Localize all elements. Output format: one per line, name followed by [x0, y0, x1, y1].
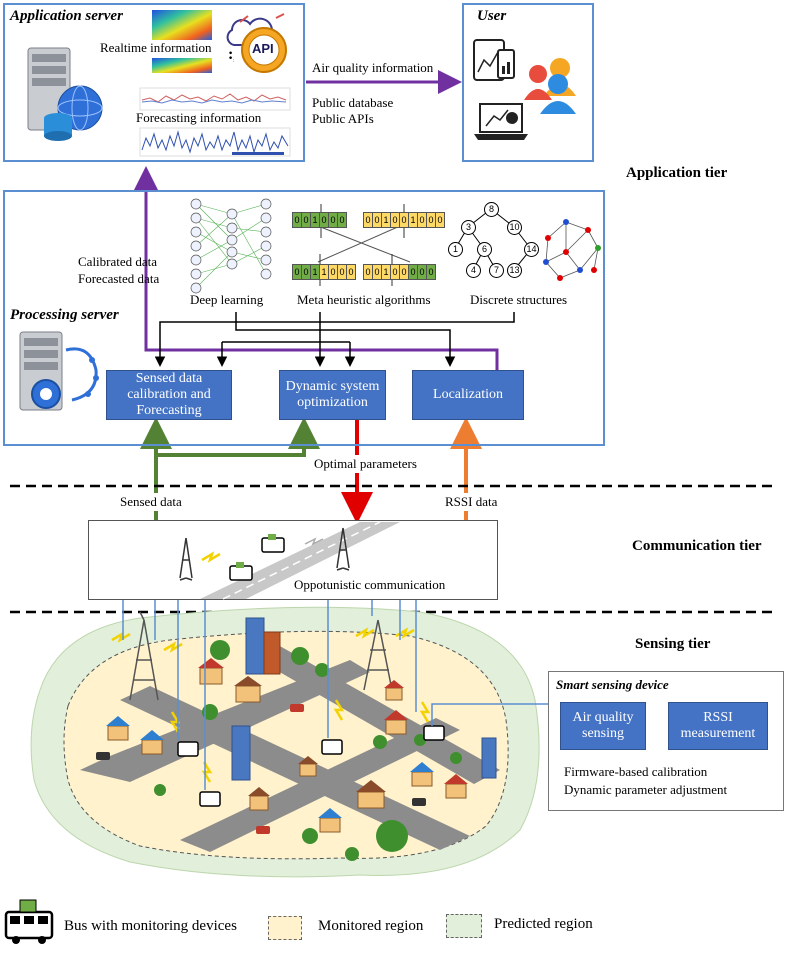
- tree-node: 8: [484, 202, 499, 217]
- predicted-region-swatch: [446, 914, 482, 938]
- processing-server-title: Processing server: [10, 307, 119, 323]
- chromosome-bit: 0: [337, 212, 347, 228]
- deep-learning-label: Deep learning: [190, 292, 264, 307]
- application-tier-label: Application tier: [626, 165, 728, 181]
- chromosome-bit: 0: [346, 264, 356, 280]
- application-server-box: [3, 3, 305, 162]
- realtime-label: Realtime information: [100, 40, 212, 55]
- calibration-forecasting-button[interactable]: Sensed data calibration and Forecasting: [106, 370, 232, 420]
- user-title: User: [477, 8, 507, 24]
- dynamic-parameter-label: Dynamic parameter adjustment: [564, 782, 728, 797]
- rssi-data-label: RSSI data: [441, 493, 502, 511]
- api-label: API: [252, 41, 274, 56]
- monitored-region-label: Monitored region: [318, 918, 424, 934]
- colon-separator: :: [228, 46, 234, 63]
- monitored-region-swatch: [268, 916, 302, 940]
- sensed-data-label: Sensed data: [116, 493, 186, 511]
- discrete-structures-label: Discrete structures: [470, 292, 568, 307]
- localization-button[interactable]: Localization: [412, 370, 524, 420]
- calibrated-data-label: Calibrated data: [78, 254, 158, 269]
- tree-node: 14: [524, 242, 539, 257]
- bus-legend-label: Bus with monitoring devices: [64, 918, 237, 934]
- chromosome-bit: 0: [426, 264, 436, 280]
- predicted-region-label: Predicted region: [494, 916, 593, 932]
- meta-heuristic-label: Meta heuristic algorithms: [297, 292, 431, 307]
- tree-node: 1: [448, 242, 463, 257]
- tree-node: 10: [507, 220, 522, 235]
- tree-node: 3: [461, 220, 476, 235]
- user-box: [462, 3, 594, 162]
- application-server-title: Application server: [10, 8, 123, 24]
- processing-server-box: [3, 190, 605, 446]
- smart-sensing-device-title: Smart sensing device: [556, 677, 669, 692]
- air-quality-info-label: Air quality information: [312, 60, 434, 75]
- air-quality-sensing-button[interactable]: Air quality sensing: [560, 702, 646, 750]
- rssi-measurement-button[interactable]: RSSI measurement: [668, 702, 768, 750]
- tree-node: 6: [477, 242, 492, 257]
- optimal-parameters-label: Optimal parameters: [310, 455, 421, 473]
- forecasted-data-label: Forecasted data: [78, 271, 160, 286]
- communication-tier-label: Communication tier: [632, 538, 762, 554]
- forecasting-label: Forecasting information: [136, 110, 262, 125]
- public-database-label: Public database: [312, 95, 394, 110]
- dynamic-system-optimization-button[interactable]: Dynamic system optimization: [279, 370, 386, 420]
- public-apis-label: Public APIs: [312, 111, 374, 126]
- firmware-calibration-label: Firmware-based calibration: [564, 764, 708, 779]
- opportunistic-communication-label: Oppotunistic communication: [294, 577, 446, 592]
- chromosome-bit: 0: [435, 212, 445, 228]
- tree-node: 7: [489, 263, 504, 278]
- tree-node: 4: [466, 263, 481, 278]
- sensing-tier-label: Sensing tier: [635, 636, 711, 652]
- tree-node: 13: [507, 263, 522, 278]
